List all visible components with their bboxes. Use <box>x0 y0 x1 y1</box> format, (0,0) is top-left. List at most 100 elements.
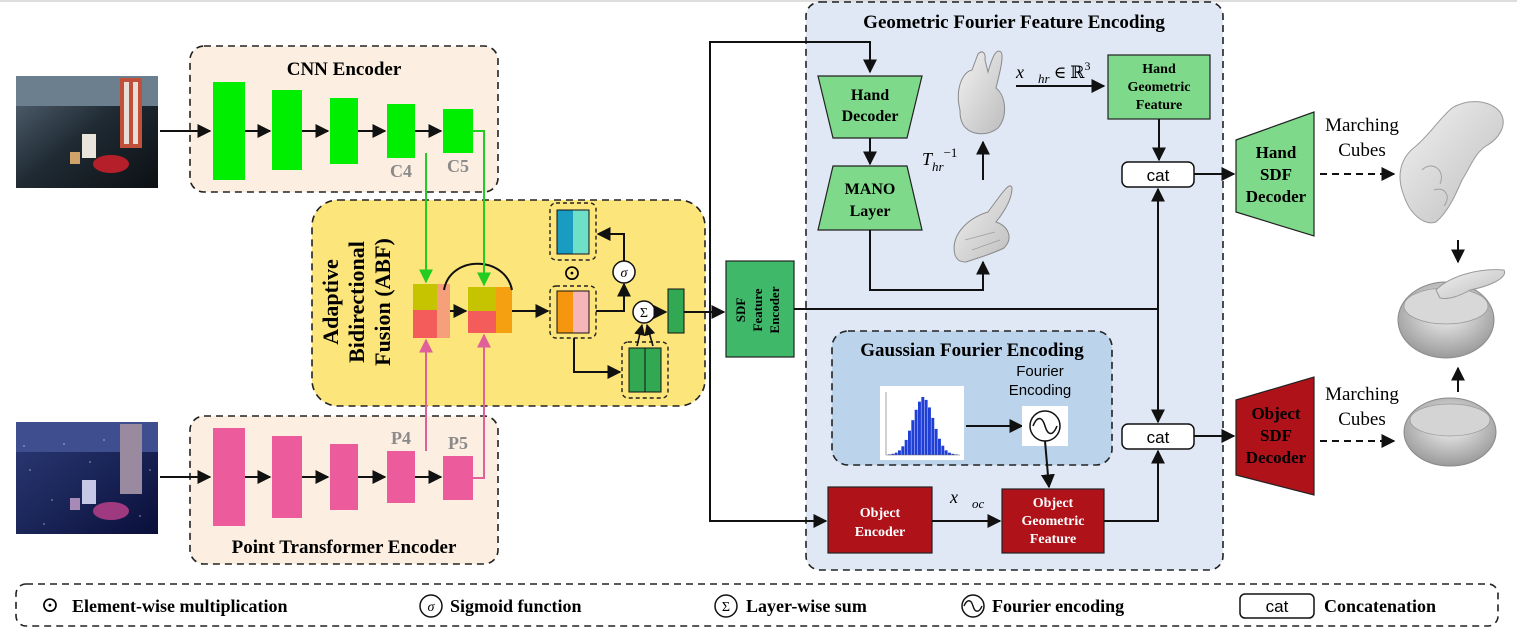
histogram-bar <box>951 453 955 455</box>
hand-geo-line1: Hand <box>1142 62 1176 77</box>
p5-label: P5 <box>448 433 468 453</box>
hand-decoder-line2: Decoder <box>842 108 899 125</box>
pt-block-p5 <box>443 456 473 500</box>
sdf-fe-line1: SDF <box>733 298 748 323</box>
object-sdf-decoder <box>1235 376 1315 496</box>
legend-odot-icon: ⊙ <box>41 592 59 617</box>
histogram-bar <box>914 409 918 455</box>
legend-fourier-icon <box>961 594 985 618</box>
histogram-bar <box>904 439 908 455</box>
t-hr-inverse: Thr−1 <box>922 145 957 174</box>
mano-hand-mesh <box>953 185 1013 263</box>
abf-title-line3: Fusion (ABF) <box>370 238 395 366</box>
svg-text:SDF: SDF <box>733 298 748 323</box>
legend-sum-icon <box>714 594 738 618</box>
object-encoder-line1: Object <box>860 506 901 521</box>
gaussian-panel-title: Gaussian Fourier Encoding <box>860 340 1084 361</box>
svg-text:Bidirectional: Bidirectional <box>344 241 369 363</box>
hand-sdf-line1: Hand <box>1256 143 1297 162</box>
object-sdf-line3: Decoder <box>1246 448 1307 467</box>
legend-sigmoid-symbol: σ <box>428 600 436 615</box>
cnn-encoder-title: CNN Encoder <box>287 59 402 80</box>
cnn-block-c5 <box>443 109 473 153</box>
point-cloud-input-image <box>16 422 158 534</box>
histogram-bar <box>901 446 905 455</box>
hand-mesh-output <box>1399 101 1504 224</box>
cat-bottom-label: cat <box>1147 428 1170 447</box>
cnn-block-3 <box>330 98 358 164</box>
mano-line2: Layer <box>850 203 891 220</box>
histogram-bar <box>944 450 948 455</box>
cnn-block-c4 <box>387 104 415 158</box>
pt-encoder-title: Point Transformer Encoder <box>232 537 457 558</box>
sdf-fe-line2: Feature <box>750 288 765 331</box>
attention-weight-block <box>556 290 590 334</box>
mc-bottom-line2: Cubes <box>1338 409 1386 430</box>
histogram-bar <box>921 397 925 455</box>
fourier-encoding-line1: Fourier <box>1016 363 1064 380</box>
mano-line1: MANO <box>845 181 896 198</box>
object-sdf-line1: Object <box>1251 404 1300 423</box>
split-feature-block <box>628 347 662 393</box>
hand-geo-line2: Geometric <box>1128 80 1191 95</box>
legend-fourier-label: Fourier encoding <box>992 596 1124 616</box>
hand-sdf-line2: SDF <box>1260 165 1292 184</box>
histogram-bar <box>891 453 895 455</box>
c4-label: C4 <box>390 161 412 181</box>
cnn-block-1 <box>213 82 245 180</box>
hand-decoder-line1: Hand <box>851 87 889 104</box>
sdf-feature-encoder <box>725 260 795 358</box>
sdf-fe-line3: Encoder <box>767 286 782 333</box>
legend-sum-label: Layer-wise sum <box>746 596 867 616</box>
hand-geo-line3: Feature <box>1136 98 1182 113</box>
cat-top-label: cat <box>1147 166 1170 185</box>
abf-title-line2: Bidirectional <box>344 241 369 363</box>
object-mesh-output <box>1403 397 1497 467</box>
legend-box <box>15 583 1499 627</box>
mc-bottom-line1: Marching <box>1325 384 1399 405</box>
mc-top-line1: Marching <box>1325 115 1399 136</box>
fused-feature-block-1 <box>413 284 450 338</box>
legend-sigmoid-label: Sigmoid function <box>450 596 582 616</box>
sigmoid-symbol: σ <box>621 266 629 281</box>
hand-object-mesh-output <box>1397 269 1506 359</box>
gated-feature-block <box>556 209 590 255</box>
abf-title: Adaptive <box>318 259 343 345</box>
obj-geo-line1: Object <box>1033 496 1074 511</box>
svg-text:Fusion (ABF): Fusion (ABF) <box>370 238 395 366</box>
reconstructed-hand-points <box>957 50 1005 135</box>
histogram-bar <box>941 445 945 455</box>
histogram-bar <box>918 401 921 455</box>
odot-symbol: ⊙ <box>563 260 581 285</box>
histogram-bar <box>931 417 935 455</box>
histogram-bar <box>894 452 898 455</box>
legend-odot-label: Element-wise multiplication <box>72 596 287 616</box>
rgb-input-image <box>16 76 158 188</box>
pt-block-2 <box>272 436 302 518</box>
histogram-bar <box>908 430 911 455</box>
legend-cat-symbol: cat <box>1266 597 1289 616</box>
mc-top-line2: Cubes <box>1338 140 1386 161</box>
object-geometric-feature <box>1001 488 1105 554</box>
hand-sdf-decoder <box>1235 111 1315 237</box>
svg-text:Encoder: Encoder <box>767 286 782 333</box>
histogram-bar <box>938 438 941 455</box>
x-hr-label: x⃗hr∈ ℝ3 <box>1015 59 1091 86</box>
hand-sdf-line3: Decoder <box>1246 187 1307 206</box>
obj-geo-line3: Feature <box>1030 532 1076 547</box>
fourier-encoding-line2: Encoding <box>1009 382 1072 399</box>
histogram-bar <box>898 450 901 455</box>
pt-block-p4 <box>387 451 415 503</box>
hand-decoder <box>817 75 923 139</box>
svg-text:Feature: Feature <box>750 288 765 331</box>
object-encoder-line2: Encoder <box>855 525 906 540</box>
gaussian-histogram <box>880 386 964 460</box>
mano-layer <box>817 165 923 231</box>
histogram-bar <box>911 420 915 455</box>
legend-cat-icon <box>1239 593 1315 619</box>
c5-label: C5 <box>447 156 469 176</box>
histogram-bar <box>948 452 951 455</box>
object-sdf-line2: SDF <box>1260 426 1292 445</box>
x-oc-label: x⃗oc <box>949 487 985 511</box>
